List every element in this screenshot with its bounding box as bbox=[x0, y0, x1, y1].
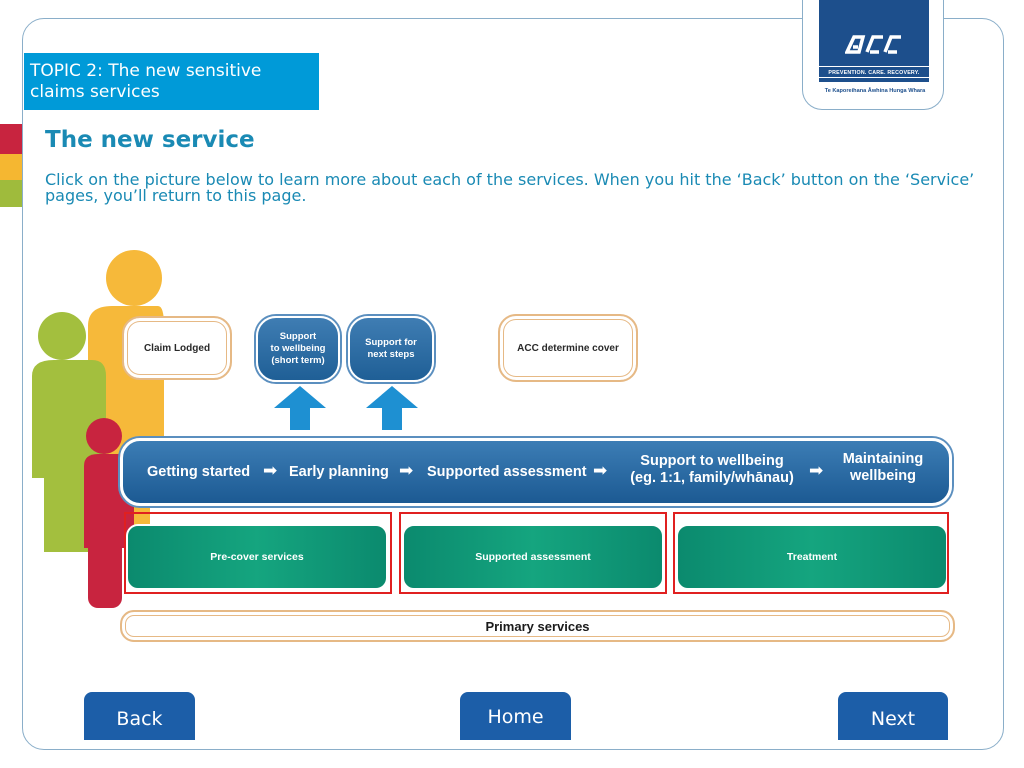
maintaining-wellbeing-line-1: Maintaining bbox=[842, 451, 924, 467]
step-maintaining-wellbeing: Maintaining wellbeing bbox=[833, 451, 933, 485]
right-arrow-icon: ➡ bbox=[399, 461, 414, 481]
next-button[interactable]: Next bbox=[838, 692, 948, 740]
supported-assessment-button[interactable]: Supported assessment bbox=[402, 524, 664, 590]
right-arrow-icon: ➡ bbox=[263, 461, 278, 481]
service-diagram: Claim Lodged Support to wellbeing (short… bbox=[30, 248, 960, 648]
support-short-term-box: Support to wellbeing (short term) bbox=[256, 316, 340, 382]
home-button-label: Home bbox=[487, 706, 544, 728]
support-short-term-line-2: to wellbeing bbox=[270, 343, 326, 354]
acc-determine-cover-box: ACC determine cover bbox=[498, 314, 638, 382]
support-short-term-line-3: (short term) bbox=[271, 355, 325, 366]
supported-assessment-label: Supported assessment bbox=[475, 551, 591, 563]
next-button-label: Next bbox=[870, 708, 916, 730]
logo-box: PREVENTION. CARE. RECOVERY. bbox=[819, 0, 929, 82]
instructions-text: Click on the picture below to learn more… bbox=[45, 170, 975, 205]
accent-stripe-yellow bbox=[0, 154, 22, 180]
step-support-to-wellbeing: Support to wellbeing (eg. 1:1, family/wh… bbox=[627, 453, 797, 487]
up-arrow-icon bbox=[274, 386, 326, 430]
back-button-label: Back bbox=[116, 708, 163, 730]
support-next-steps-box: Support for next steps bbox=[348, 316, 434, 382]
pre-cover-services-button[interactable]: Pre-cover services bbox=[126, 524, 388, 590]
right-arrow-icon: ➡ bbox=[593, 461, 608, 481]
home-button[interactable]: Home bbox=[460, 692, 571, 740]
step-early-planning: Early planning bbox=[289, 464, 389, 480]
primary-services-bar: Primary services bbox=[120, 610, 955, 642]
acc-determine-cover-label: ACC determine cover bbox=[517, 342, 619, 354]
support-short-term-line-1: Support bbox=[279, 331, 317, 342]
step-getting-started: Getting started bbox=[147, 464, 251, 480]
accent-stripe-red bbox=[0, 124, 22, 154]
pre-cover-services-label: Pre-cover services bbox=[210, 551, 304, 563]
up-arrow-icon bbox=[366, 386, 418, 430]
back-button[interactable]: Back bbox=[84, 692, 195, 740]
topic-label: TOPIC 2: The new sensitive claims servic… bbox=[24, 53, 319, 110]
support-to-wellbeing-line-1: Support to wellbeing bbox=[640, 453, 784, 469]
step-supported-assessment: Supported assessment bbox=[427, 464, 587, 480]
primary-services-label: Primary services bbox=[485, 618, 590, 634]
treatment-label: Treatment bbox=[786, 551, 838, 563]
claim-lodged-label: Claim Lodged bbox=[143, 342, 211, 354]
accent-stripe-green bbox=[0, 180, 22, 207]
support-next-steps-line-1: Support for bbox=[365, 337, 417, 348]
acc-logo: PREVENTION. CARE. RECOVERY. Te Kaporeiha… bbox=[802, 0, 944, 110]
claim-lodged-box: Claim Lodged bbox=[122, 316, 232, 380]
treatment-button[interactable]: Treatment bbox=[676, 524, 948, 590]
right-arrow-icon: ➡ bbox=[809, 461, 824, 481]
page-title: The new service bbox=[45, 127, 255, 153]
support-to-wellbeing-line-2: (eg. 1:1, family/whānau) bbox=[630, 470, 794, 486]
maintaining-wellbeing-line-2: wellbeing bbox=[849, 468, 917, 484]
logo-maori-name: Te Kaporeihana Āwhina Hunga Whara bbox=[824, 88, 926, 94]
journey-band: Getting started ➡ Early planning ➡ Suppo… bbox=[120, 438, 952, 506]
support-next-steps-line-2: next steps bbox=[367, 349, 415, 360]
acc-logo-icon bbox=[845, 35, 901, 54]
logo-tagline: PREVENTION. CARE. RECOVERY. bbox=[819, 66, 929, 78]
